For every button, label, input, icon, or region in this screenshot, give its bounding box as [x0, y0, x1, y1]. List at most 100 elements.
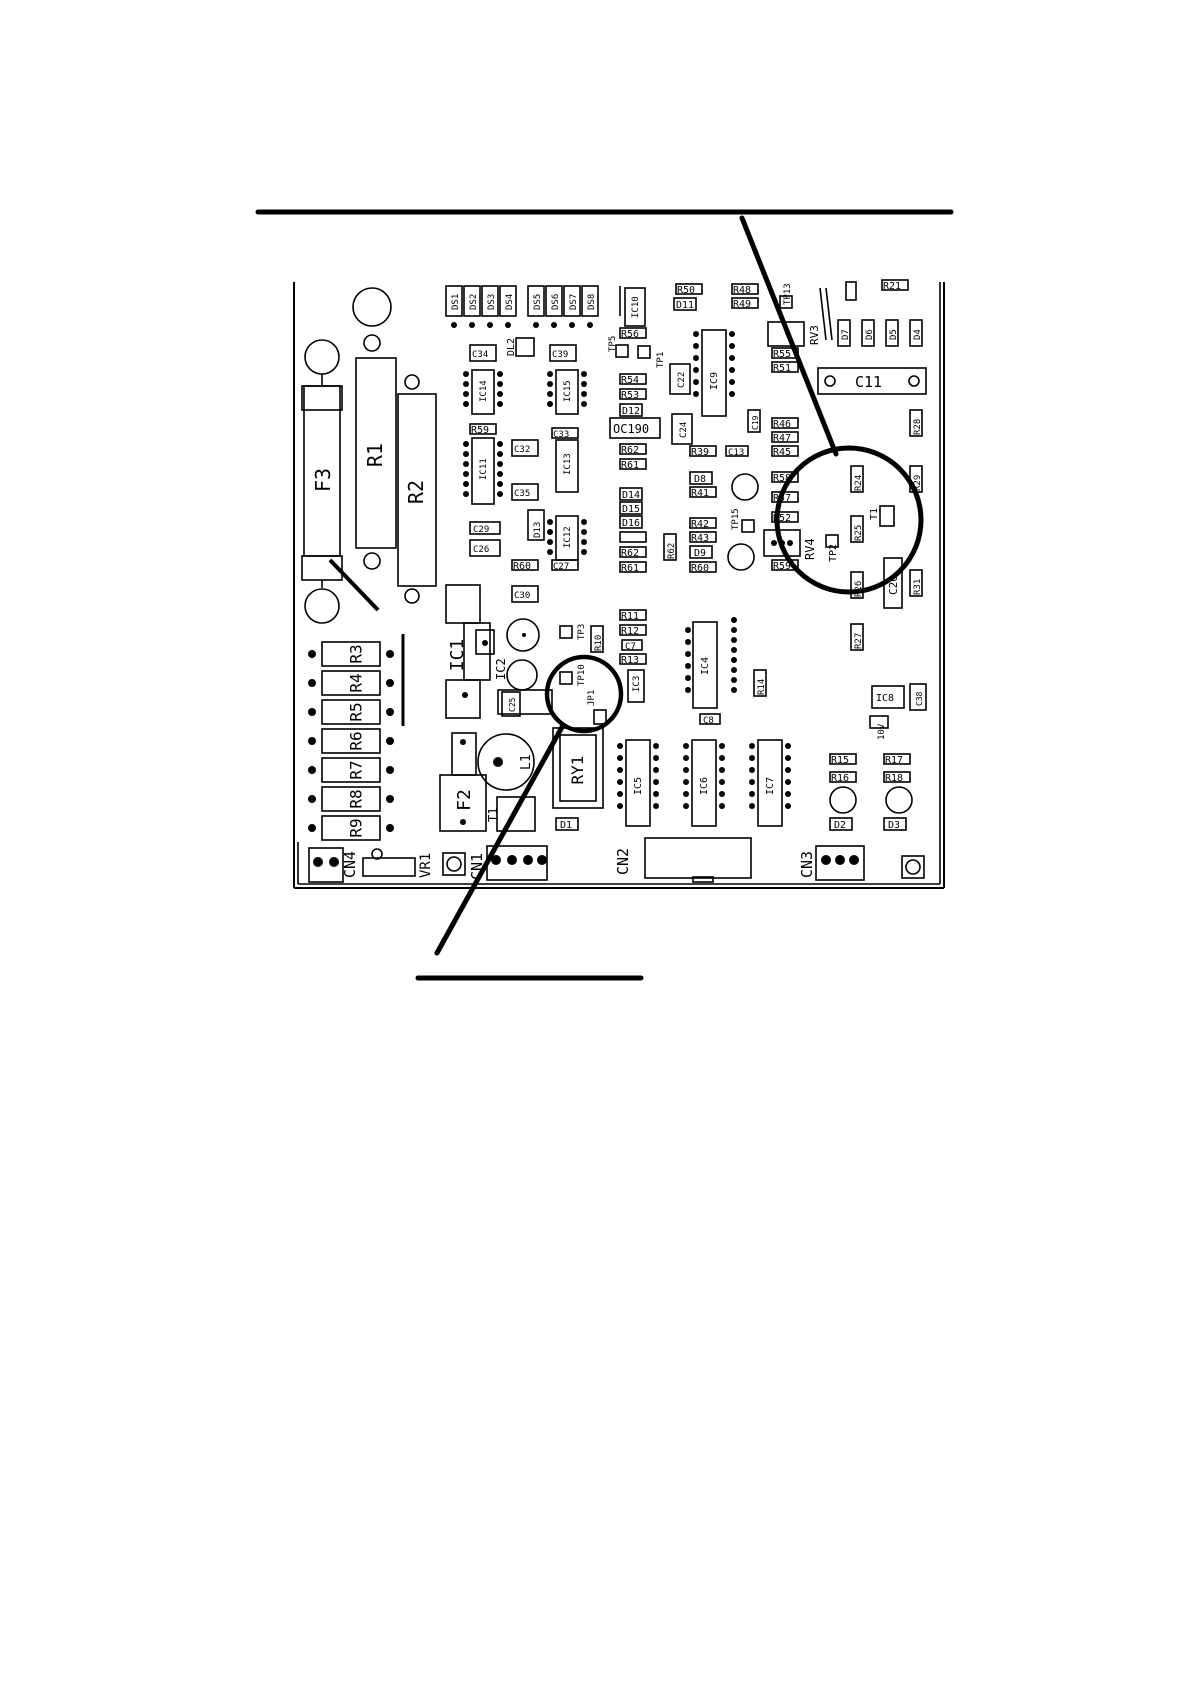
lower-callout-pointer — [434, 724, 565, 956]
resistor-r21-label: R21 — [883, 281, 901, 292]
resistor-r52-label: R59 — [773, 561, 791, 572]
capacitor-c27: C27 — [551, 559, 579, 572]
resistor-r12: R12 — [619, 624, 647, 637]
capacitor-c24: C24 — [671, 413, 693, 445]
led-display-ds1-label: DS1 — [451, 294, 461, 310]
resistor-r51: R57 — [771, 491, 799, 504]
capacitor-c33: C33 — [551, 427, 579, 440]
ic14: IC14 — [471, 369, 495, 415]
resistor-r13-label: R13 — [621, 655, 639, 666]
led-display-ds6: DS6 — [545, 285, 563, 328]
dl2: DL2 — [506, 337, 535, 357]
led-display-ds4: DS4 — [499, 285, 517, 328]
capacitor-c7-label: C7 — [625, 642, 636, 652]
test-point-tp10-label: TP10 — [577, 664, 587, 686]
resistor-r15: R15 — [829, 753, 857, 766]
power-resistor-r1: R1 — [352, 287, 397, 570]
capacitor-c34: C34 — [469, 344, 497, 362]
resistor-r47-label: R53 — [621, 390, 639, 401]
trimmer-rv3: RV3 — [767, 321, 821, 347]
test-points: TP1 TP2 TP3 TP5 TP10 TP13 TP15 — [559, 283, 839, 686]
capacitor-c19: C19 — [747, 409, 761, 433]
t1-label: T1 — [869, 508, 880, 520]
resistor-r59-label: R62 — [621, 548, 639, 559]
test-point-tp2-label: TP2 — [828, 544, 839, 562]
resistor-r48-label: R54 — [621, 375, 639, 386]
resistor-r50: R56 — [619, 327, 647, 340]
capacitor-c32: C32 — [511, 439, 539, 457]
resistor-r8-label: R8 — [347, 789, 366, 808]
diode-d7: D7 — [837, 319, 851, 347]
capacitor-c26-label: C26 — [473, 545, 489, 555]
mount-hole-left — [442, 852, 466, 876]
capacitor-c38: C38 — [909, 683, 927, 711]
diode-d15: D15 — [619, 501, 643, 515]
ic5-label: IC5 — [633, 777, 644, 795]
fuse-f2: F2 — [439, 732, 487, 832]
diode-d14: D14 — [619, 487, 643, 501]
capacitor-c35-label: C35 — [514, 489, 530, 499]
capacitor-c8: C8 — [699, 713, 721, 726]
diode-d12: D12 — [619, 403, 643, 417]
led-display-ds7: DS7 — [563, 285, 581, 328]
resistor-r42: R48 — [731, 283, 759, 296]
resistor-r29: R29 — [909, 465, 923, 493]
test-point-tp3-label: TP3 — [577, 624, 587, 640]
diode-d13-label: D13 — [533, 522, 543, 538]
resistor-r60-label: R62 — [667, 543, 677, 559]
resistor-r3-label: R3 — [347, 644, 366, 663]
resistor-r18-label: R18 — [885, 773, 903, 784]
connector-cn4-label: CN4 — [341, 851, 359, 878]
capacitor-c29-label: C29 — [473, 525, 489, 535]
ic5: IC5 — [625, 739, 651, 827]
diode-d5: D5 — [885, 319, 899, 347]
resistor-r11-label: R11 — [621, 611, 639, 622]
resistor-r13: R13 — [619, 653, 647, 666]
resistor-r49: R55 — [771, 347, 799, 360]
led-displays: DS1 DS2 DS3 DS4 DS5 DS6 DS7 DS8 — [445, 285, 621, 328]
resistor-r58: R60 — [511, 559, 539, 572]
resistor-r45-label: R51 — [773, 363, 791, 374]
jp1: JP1 — [587, 690, 607, 725]
resistor-r31-label: R31 — [913, 579, 923, 595]
dl2-label: DL2 — [506, 338, 517, 356]
fuse-f2-label: F2 — [454, 789, 475, 811]
resistor-r3: R3 — [308, 641, 394, 667]
resistor-r43: R49 — [731, 297, 759, 310]
capacitor-c13-label: C13 — [728, 448, 744, 458]
resistor-r8: R8 — [308, 786, 394, 812]
resistor-r39-label: R45 — [773, 447, 791, 458]
resistor-r16: R16 — [829, 771, 857, 784]
resistor-r54: R59 — [469, 423, 497, 436]
resistor-r14-label: R14 — [757, 679, 767, 695]
resistor-r51-label: R57 — [773, 493, 791, 504]
capacitor-c19-label: C19 — [751, 415, 760, 430]
resistor-r25: R25 — [850, 515, 864, 543]
led-display-ds3: DS3 — [481, 285, 499, 328]
diode-d3: D3 — [883, 817, 907, 831]
capacitor-c24-label: C24 — [679, 422, 689, 438]
resistor-r34-label: R39 — [691, 447, 709, 458]
capacitor-c20-label: C20 — [887, 575, 900, 595]
capacitor-c27-label: C27 — [553, 562, 569, 572]
trimmer-rv3-label: RV3 — [808, 325, 821, 345]
diode-d7-label: D7 — [841, 329, 851, 340]
capacitor-c30: C30 — [511, 585, 539, 603]
ic11-label: IC11 — [479, 458, 489, 480]
inductor-l1: L1 — [477, 733, 535, 791]
resistor-r26: R26 — [850, 571, 864, 599]
resistor-r39: R45 — [771, 445, 799, 458]
resistor-r7: R7 — [308, 757, 394, 783]
resistor-r6-label: R6 — [347, 731, 366, 750]
label-10v: 10V — [869, 715, 889, 740]
diode-d13: D13 — [527, 509, 545, 541]
resistor-r15-label: R15 — [831, 755, 849, 766]
resistor-r62: R62 — [619, 443, 647, 456]
diode-d1-label: D1 — [560, 820, 572, 831]
resistor-r52: R59 — [771, 559, 799, 572]
resistor-r17-label: R17 — [885, 755, 903, 766]
ic10: IC10 — [624, 287, 646, 327]
diode-d6: D6 — [861, 319, 875, 347]
ic11: IC11 — [471, 437, 495, 505]
trimmer-rv4: RV4 — [763, 529, 817, 560]
